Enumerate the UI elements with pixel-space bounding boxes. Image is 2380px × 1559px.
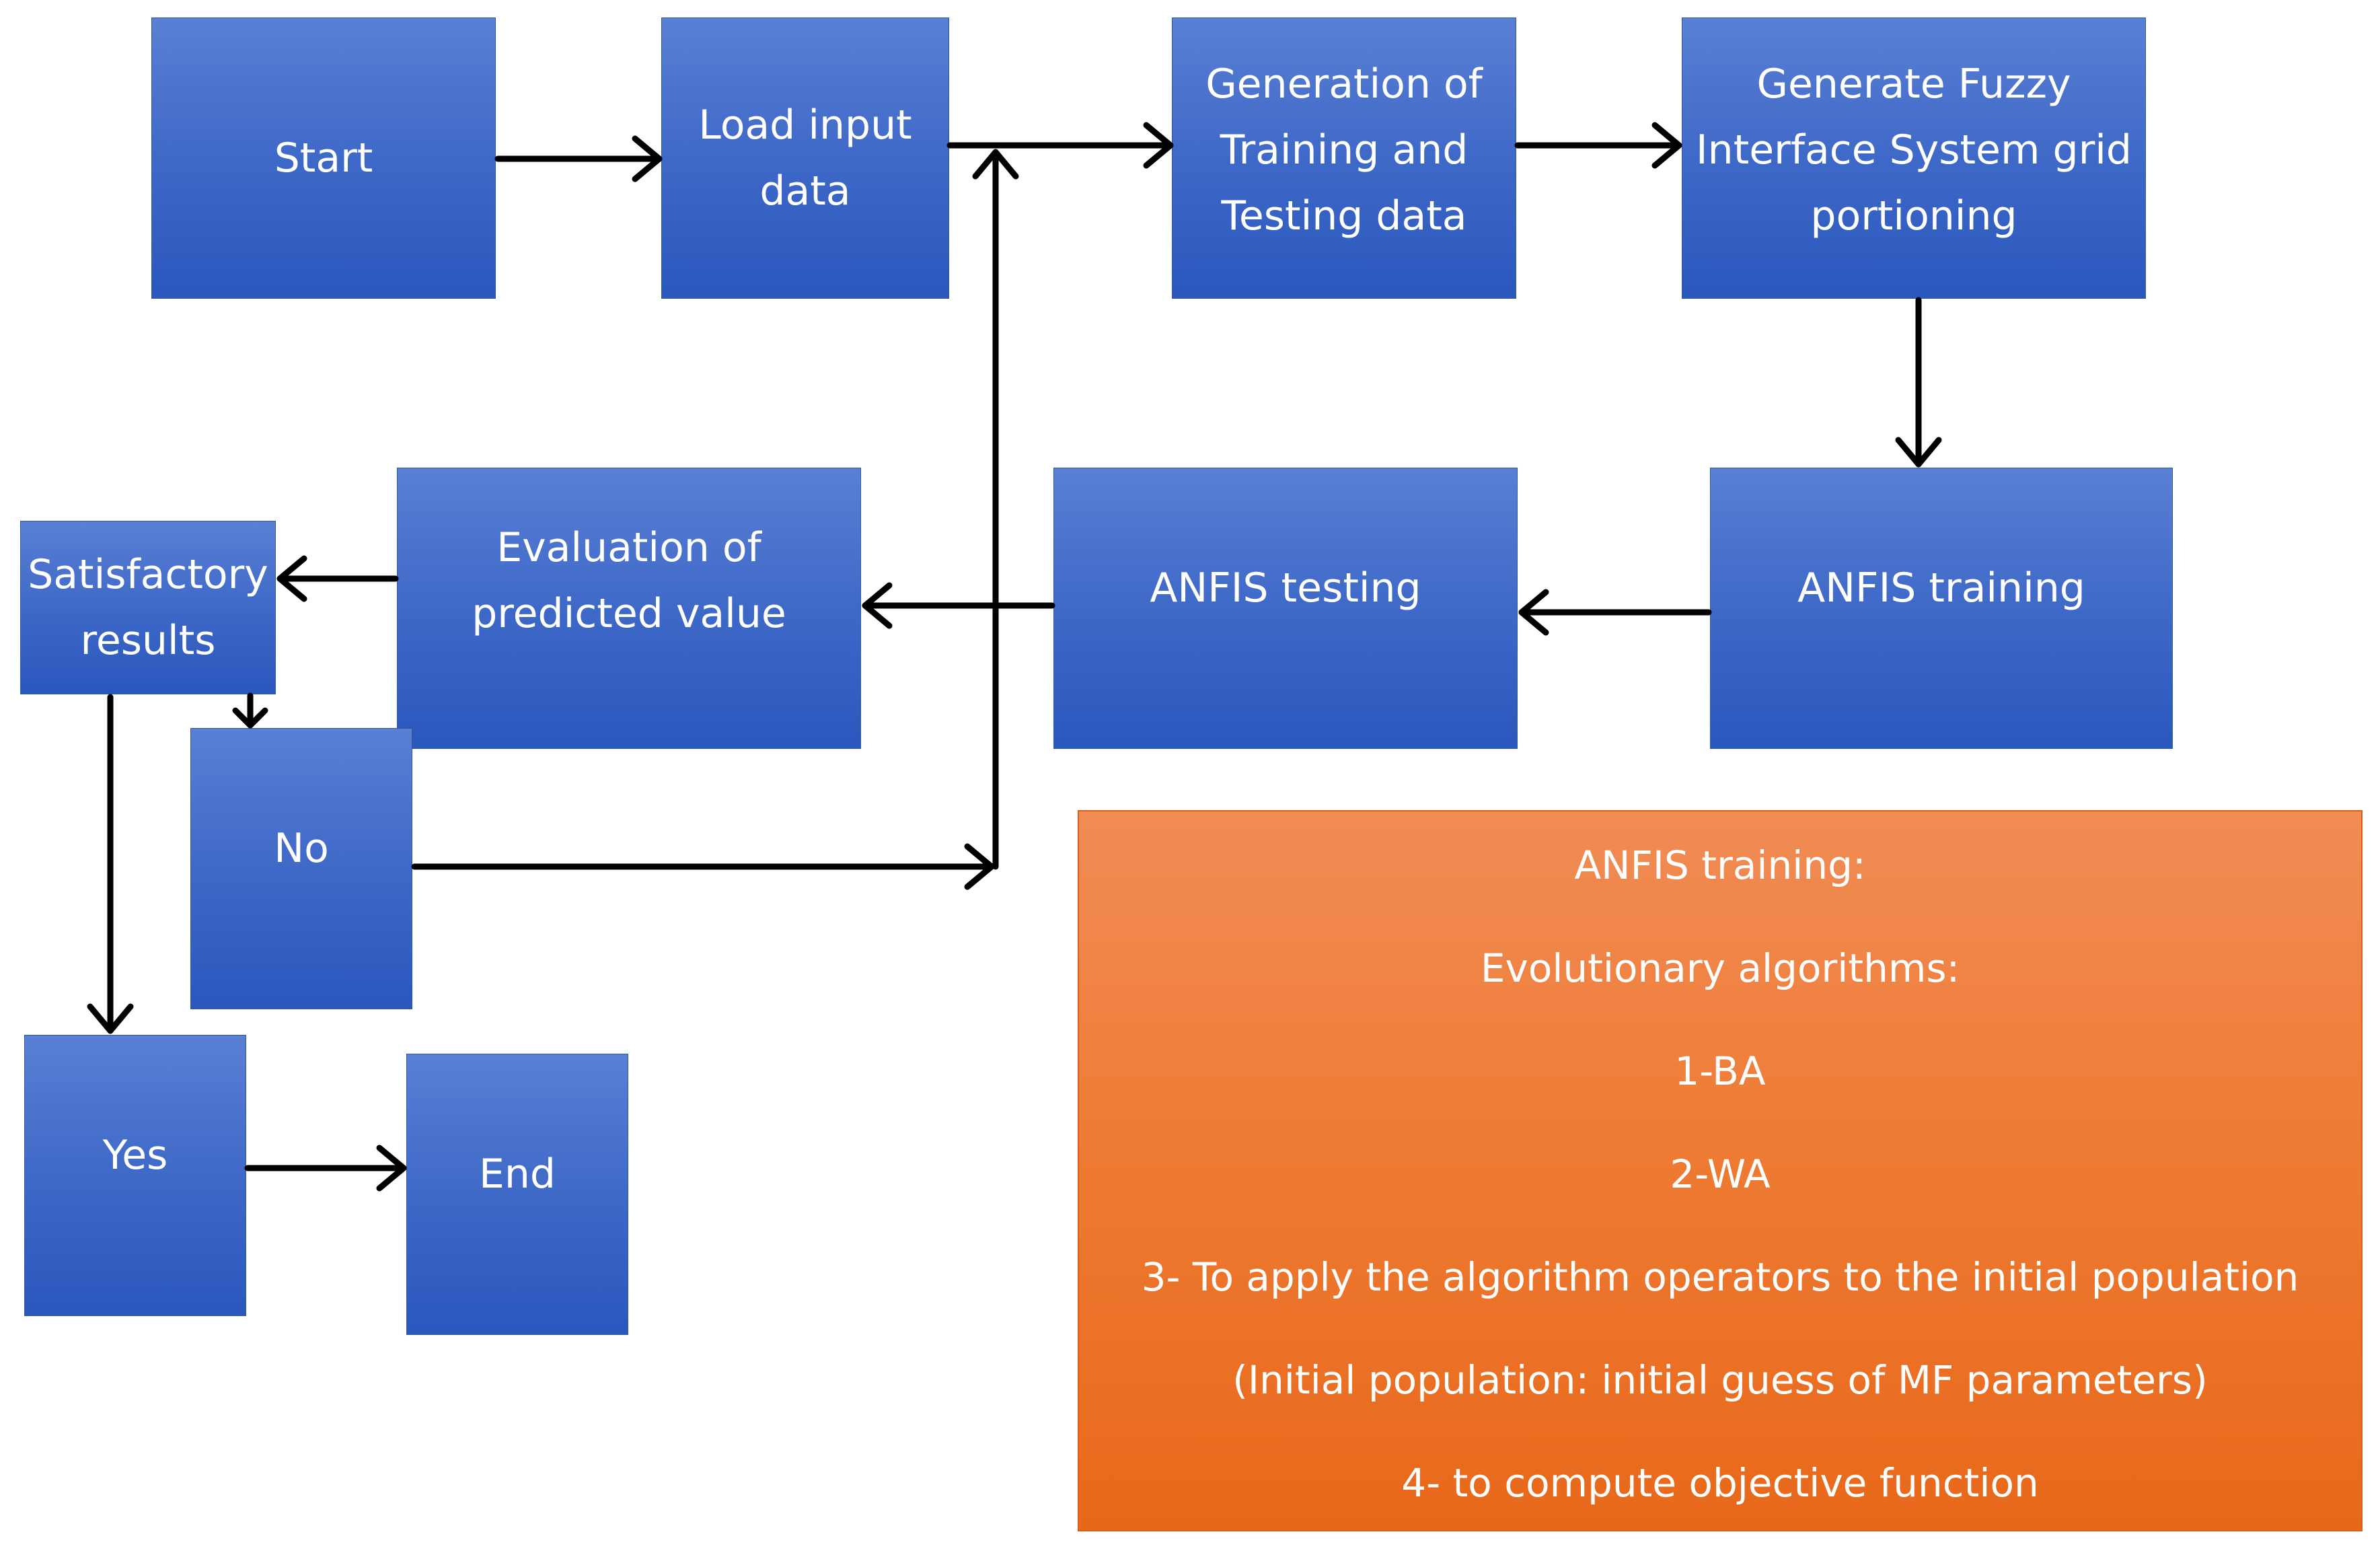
generation-label-1: Generation of <box>1205 61 1483 108</box>
generate-fis-node: Generate Fuzzy Interface System grid por… <box>1682 17 2146 299</box>
satisfactory-label-2: results <box>80 617 216 664</box>
load-input-node: Load input data <box>661 17 949 299</box>
anfis-training-node: ANFIS training <box>1710 468 2173 749</box>
arrow-fis-to-training <box>1895 297 1942 468</box>
generation-label-2: Training and <box>1220 126 1468 174</box>
arrow-satisfactory-to-no <box>232 692 268 729</box>
note-line-4: 3- To apply the algorithm operators to t… <box>1141 1254 2299 1300</box>
note-line-6: 4- to compute objective function <box>1401 1460 2039 1506</box>
anfis-training-label: ANFIS training <box>1797 565 2085 612</box>
anfis-training-note: ANFIS training: Evolutionary algorithms:… <box>1078 810 2363 1531</box>
generation-label-3: Testing data <box>1221 192 1467 240</box>
load-input-label-1: Load input <box>698 102 912 149</box>
anfis-testing-node: ANFIS testing <box>1053 468 1518 749</box>
start-node: Start <box>151 17 496 299</box>
note-line-3: 2-WA <box>1670 1151 1771 1197</box>
evaluation-label-1: Evaluation of <box>496 524 761 571</box>
generate-fis-label-3: portioning <box>1810 192 2017 240</box>
satisfactory-label-1: Satisfactory <box>28 551 268 598</box>
arrow-testing-to-evaluation <box>862 582 1055 629</box>
note-line-1: Evolutionary algorithms: <box>1480 945 1960 991</box>
generate-fis-label-2: Interface System grid <box>1695 126 2132 174</box>
yes-node: Yes <box>24 1035 246 1316</box>
arrow-generation-to-fis <box>1514 122 1682 169</box>
generation-node: Generation of Training and Testing data <box>1172 17 1516 299</box>
arrow-training-to-testing <box>1518 589 1712 636</box>
evaluation-node: Evaluation of predicted value <box>397 468 861 749</box>
arrow-no-loop <box>411 149 1019 890</box>
satisfactory-node: Satisfactory results <box>20 521 276 694</box>
arrow-satisfactory-to-yes <box>87 694 134 1034</box>
start-label: Start <box>274 135 373 182</box>
anfis-testing-label: ANFIS testing <box>1150 565 1421 612</box>
no-node: No <box>190 728 412 1009</box>
evaluation-label-2: predicted value <box>472 590 786 637</box>
generate-fis-label-1: Generate Fuzzy <box>1756 61 2071 108</box>
yes-label: Yes <box>102 1132 168 1179</box>
note-title: ANFIS training: <box>1574 842 1866 888</box>
no-label: No <box>274 825 329 872</box>
arrow-evaluation-to-satisfactory <box>276 555 399 602</box>
note-line-2: 1-BA <box>1674 1048 1766 1094</box>
end-node: End <box>406 1054 628 1335</box>
load-input-label-2: data <box>759 168 851 215</box>
arrow-load-to-generation <box>946 122 1174 169</box>
note-line-5: (Initial population: initial guess of MF… <box>1232 1357 2208 1403</box>
arrow-yes-to-end <box>244 1145 407 1192</box>
arrow-start-to-load <box>494 135 663 182</box>
end-label: End <box>478 1151 556 1198</box>
